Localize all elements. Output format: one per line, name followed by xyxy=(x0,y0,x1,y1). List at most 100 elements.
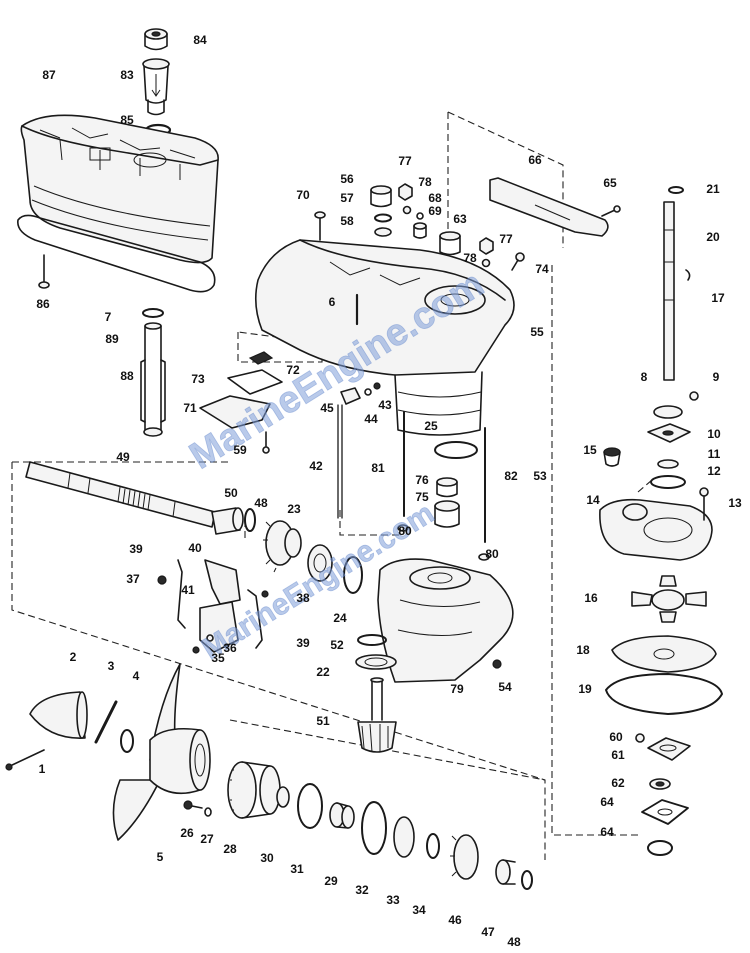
pin-36 xyxy=(206,634,214,642)
bracket-66 xyxy=(489,177,609,237)
screw-13 xyxy=(699,487,709,521)
screw-43 xyxy=(373,382,381,390)
cotter-pin-1 xyxy=(5,749,45,771)
shift-bracket-40 xyxy=(204,559,241,605)
callout-34: 34 xyxy=(412,903,426,917)
callout-76: 76 xyxy=(415,473,429,487)
callout-9: 9 xyxy=(713,370,720,384)
callout-68: 68 xyxy=(428,191,442,205)
bearing-75 xyxy=(434,500,460,528)
screw-65 xyxy=(601,205,621,217)
screw-54 xyxy=(492,659,502,669)
callout-35: 35 xyxy=(211,651,225,665)
callout-72: 72 xyxy=(286,363,300,377)
impeller-16 xyxy=(631,575,707,623)
bushing-56 xyxy=(370,185,392,208)
o-ring-64 xyxy=(647,840,673,856)
callout-64: 64 xyxy=(600,795,614,809)
gasket-19 xyxy=(605,673,723,715)
callout-37: 37 xyxy=(126,572,140,586)
washer-27 xyxy=(204,807,212,817)
callout-62: 62 xyxy=(611,776,625,790)
washer-4 xyxy=(120,729,134,753)
bearing-24 xyxy=(307,544,363,594)
callout-39: 39 xyxy=(296,636,310,650)
callout-17: 17 xyxy=(711,291,725,305)
bushing-69 xyxy=(413,222,427,239)
grommet-15 xyxy=(603,447,621,467)
propeller-shaft-49 xyxy=(25,461,216,528)
bearing-carrier-28 xyxy=(227,761,281,819)
washer-78 xyxy=(402,205,412,215)
callout-79: 79 xyxy=(450,682,464,696)
callout-27: 27 xyxy=(200,832,214,846)
exhaust-housing-group xyxy=(17,28,219,437)
callout-83: 83 xyxy=(120,68,134,82)
callout-58: 58 xyxy=(340,214,354,228)
callout-41: 41 xyxy=(181,583,195,597)
callout-74: 74 xyxy=(535,262,549,276)
propeller-cone-2 xyxy=(29,691,88,739)
callout-82: 82 xyxy=(504,469,518,483)
plate-18 xyxy=(611,635,717,673)
washer-48-lower xyxy=(521,870,533,890)
callout-20: 20 xyxy=(706,230,720,244)
callout-19: 19 xyxy=(578,682,592,696)
callout-49: 49 xyxy=(116,450,130,464)
thrust-bearing-22 xyxy=(355,654,397,670)
water-pump-group xyxy=(599,186,723,856)
gasket-64 xyxy=(641,799,689,825)
callout-26: 26 xyxy=(180,826,194,840)
callout-13: 13 xyxy=(728,496,742,510)
shift-lever-39b xyxy=(247,589,263,649)
callout-40: 40 xyxy=(188,541,202,555)
shift-rod-block-45 xyxy=(340,387,361,405)
callout-61: 61 xyxy=(611,748,625,762)
callout-73: 73 xyxy=(191,372,205,386)
callout-6: 6 xyxy=(329,295,336,309)
washer-80-left xyxy=(397,524,409,532)
bearing-30 xyxy=(276,786,290,808)
callout-2: 2 xyxy=(70,650,77,664)
callout-43: 43 xyxy=(378,398,392,412)
seal-8 xyxy=(653,405,683,419)
water-tube-88 xyxy=(140,322,166,437)
callout-55: 55 xyxy=(530,325,544,339)
thrust-washer-33 xyxy=(393,816,415,858)
callout-78: 78 xyxy=(463,251,477,265)
callout-31: 31 xyxy=(290,862,304,876)
key-17 xyxy=(685,269,691,281)
screw-35 xyxy=(192,646,200,654)
screw-9 xyxy=(689,391,699,401)
callout-60: 60 xyxy=(609,730,623,744)
driveshaft-20 xyxy=(663,201,675,381)
callout-42: 42 xyxy=(309,459,323,473)
callout-33: 33 xyxy=(386,893,400,907)
callout-84: 84 xyxy=(193,33,207,47)
callout-36: 36 xyxy=(223,641,237,655)
callout-47: 47 xyxy=(481,925,495,939)
callout-51: 51 xyxy=(316,714,330,728)
plate-61 xyxy=(647,737,691,761)
callout-89: 89 xyxy=(105,332,119,346)
callout-1: 1 xyxy=(39,762,46,776)
bearing-63 xyxy=(439,231,461,256)
callout-53: 53 xyxy=(533,469,547,483)
callout-80: 80 xyxy=(398,524,412,538)
ring-21 xyxy=(668,186,684,194)
grommet-84 xyxy=(144,28,168,51)
propeller-shaft-group xyxy=(25,461,363,654)
screw-70 xyxy=(314,211,326,241)
callout-71: 71 xyxy=(183,401,197,415)
callout-85: 85 xyxy=(120,113,134,127)
callout-44: 44 xyxy=(364,412,378,426)
callout-28: 28 xyxy=(223,842,237,856)
callout-77: 77 xyxy=(499,232,513,246)
callout-48: 48 xyxy=(254,496,268,510)
callout-75: 75 xyxy=(415,490,429,504)
callout-64: 64 xyxy=(600,825,614,839)
screw-59 xyxy=(262,431,270,454)
callout-59: 59 xyxy=(233,443,247,457)
